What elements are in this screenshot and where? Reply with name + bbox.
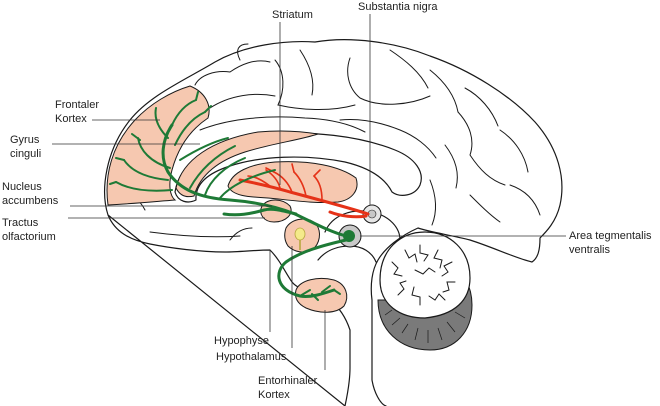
cerebellum: [377, 231, 473, 351]
label-entorhinaler-kortex-line1: Entorhinaler: [258, 375, 318, 387]
striatum-region: [227, 161, 358, 204]
label-tractus-olfactorium-line1: Tractus: [2, 217, 39, 229]
label-gyrus-cinguli-line2: cinguli: [10, 148, 41, 160]
label-area-tegmentalis-line1: Area tegmentalis: [569, 230, 652, 242]
labels: Striatum Substantia nigra Frontaler Kort…: [2, 1, 652, 401]
label-substantia-nigra: Substantia nigra: [358, 1, 438, 13]
label-area-tegmentalis-line2: ventralis: [569, 244, 610, 256]
substantia-nigra-shape: [362, 204, 382, 224]
frontaler-kortex-region: [106, 85, 210, 206]
label-hypothalamus: Hypothalamus: [216, 351, 287, 363]
nigrostriatal-pathway: [238, 163, 370, 219]
brain-outline: [104, 39, 563, 406]
label-frontaler-kortex-line1: Frontaler: [55, 99, 99, 111]
gyrus-cinguli-region: [175, 130, 319, 198]
label-tractus-olfactorium-line2: olfactorium: [2, 231, 56, 243]
label-striatum: Striatum: [272, 9, 313, 21]
leader-lines: [52, 14, 566, 370]
label-entorhinaler-kortex-line2: Kortex: [258, 389, 290, 401]
label-gyrus-cinguli-line1: Gyrus: [10, 134, 40, 146]
label-nucleus-accumbens-line1: Nucleus: [2, 181, 42, 193]
label-hypophyse: Hypophyse: [214, 335, 269, 347]
mesocortical-pathway: [109, 91, 348, 301]
label-frontaler-kortex-line2: Kortex: [55, 113, 87, 125]
brainstem-outline: [317, 245, 377, 263]
label-nucleus-accumbens-line2: accumbens: [2, 195, 59, 207]
hypophyse-shape: [294, 227, 306, 250]
